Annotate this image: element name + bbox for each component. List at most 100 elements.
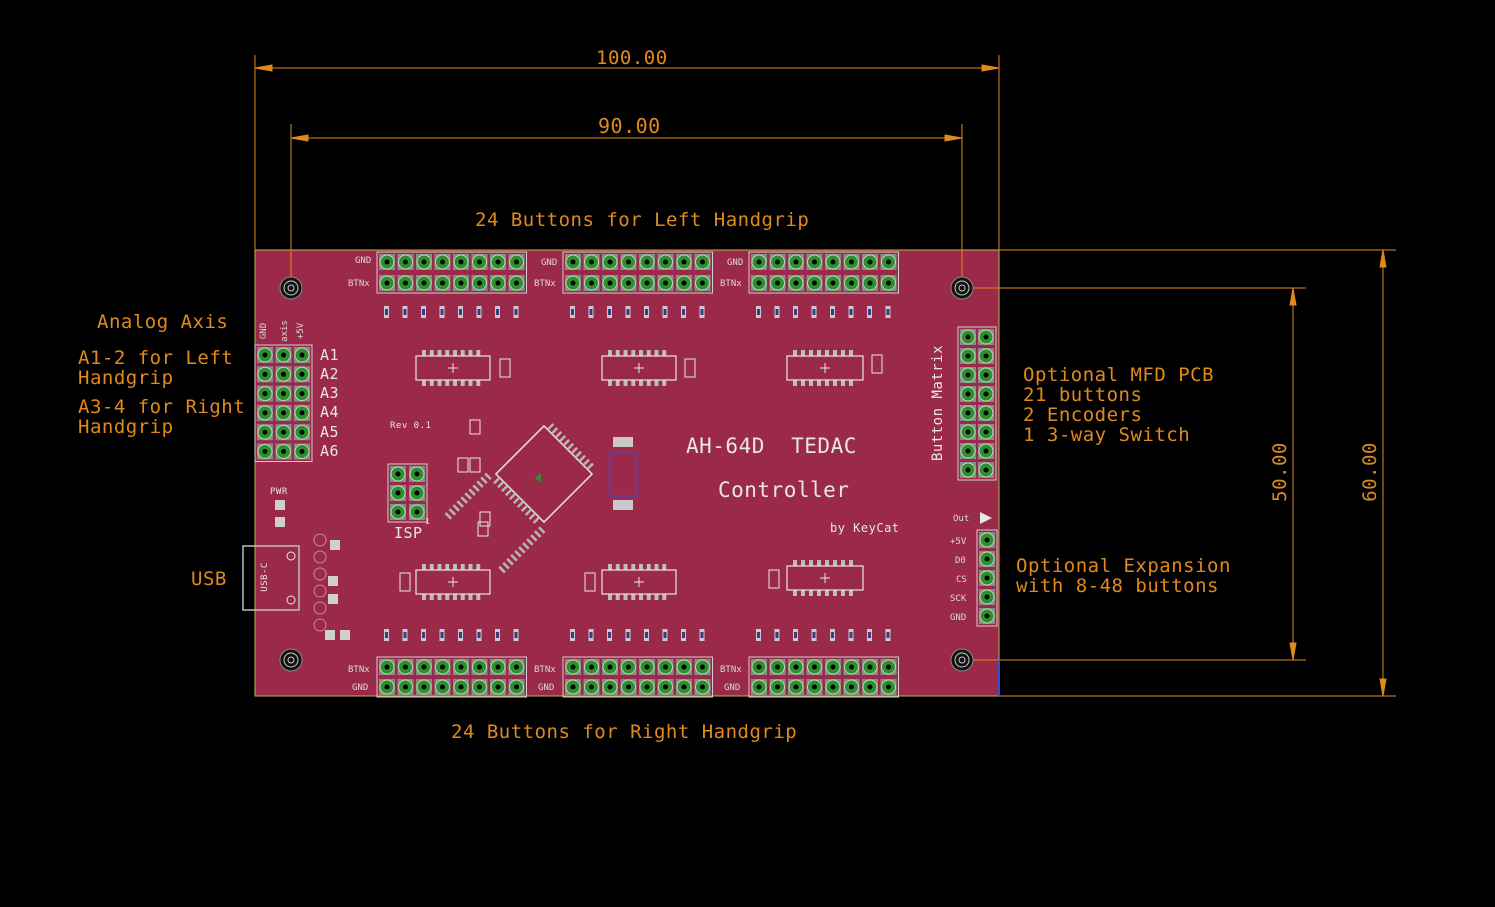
header-pin — [508, 275, 525, 291]
header-pin — [806, 275, 823, 291]
header-pin — [583, 254, 600, 270]
header-pin — [788, 254, 804, 270]
smd-resistor — [774, 306, 780, 318]
header-pin — [416, 679, 432, 695]
bottom-button-header-3 — [748, 656, 899, 698]
header-pin — [978, 367, 994, 383]
smd-resistor — [681, 629, 686, 641]
usb-c-connector — [242, 533, 327, 632]
header-pin — [257, 404, 273, 421]
header-pin — [639, 679, 655, 695]
header-pin — [676, 679, 692, 695]
header-pin — [257, 385, 273, 402]
smd-resistor — [867, 306, 872, 318]
smd-resistor — [439, 306, 445, 318]
expansion-header — [976, 529, 998, 627]
header-pin — [409, 485, 425, 501]
smd-resistor — [384, 306, 389, 318]
smd-part — [469, 457, 481, 473]
smd-resistor — [830, 629, 835, 641]
capacitor — [584, 572, 596, 592]
shift-register-chip — [415, 350, 491, 386]
header-pin — [880, 254, 897, 270]
smd-part — [330, 540, 340, 550]
bottom-btnx-label-1: BTNx — [348, 665, 370, 675]
analog-axis-label: Analog Axis — [97, 311, 229, 333]
header-pin — [275, 385, 292, 402]
header-pin — [416, 275, 432, 291]
header-pin — [294, 347, 310, 363]
header-pin — [471, 275, 488, 291]
header-pin — [880, 679, 897, 695]
header-pin — [294, 443, 310, 460]
header-pin — [565, 659, 581, 675]
isp-label: ISP — [394, 524, 423, 542]
header-pin — [453, 659, 469, 675]
capacitor — [684, 358, 696, 378]
smd-part — [469, 419, 481, 435]
header-pin — [397, 254, 414, 270]
smd-resistor — [476, 306, 482, 318]
header-pin — [453, 275, 469, 291]
smd-resistor — [439, 629, 445, 641]
header-pin — [978, 424, 994, 440]
top-btnx-label-3: BTNx — [720, 279, 742, 289]
header-pin — [657, 679, 674, 695]
bottom-button-header-2 — [562, 656, 713, 698]
header-pin — [471, 679, 488, 695]
pwr-label: PWR — [270, 487, 288, 497]
smd-resistor — [774, 629, 780, 641]
header-pin — [390, 485, 406, 501]
top-btnx-label-2: BTNx — [534, 279, 556, 289]
exp-pin-cs: CS — [956, 575, 967, 585]
exp-pin-sck: SCK — [950, 594, 967, 604]
header-pin — [275, 347, 292, 363]
isp-header — [387, 463, 428, 523]
button-matrix-label: Button Matrix — [930, 344, 947, 462]
top-button-header-1 — [376, 251, 527, 294]
smd-resistor — [885, 629, 891, 641]
smd-resistor — [458, 629, 463, 641]
header-pin — [453, 254, 469, 270]
header-pin — [751, 659, 767, 675]
smd-resistor — [885, 306, 891, 318]
axis-label-a5: A5 — [320, 423, 340, 441]
header-pin — [694, 275, 711, 291]
header-pin — [978, 386, 994, 402]
smd-resistor — [681, 306, 686, 318]
mounting-hole — [950, 648, 974, 672]
dimension-width-holes: 90.00 — [598, 114, 661, 138]
smd-resistor — [421, 306, 426, 318]
header-pin — [294, 366, 310, 383]
smd-resistor — [495, 629, 500, 641]
header-pin — [508, 679, 525, 695]
usbc-label: USB-C — [259, 562, 270, 592]
header-pin — [434, 275, 451, 291]
exp-pin-gnd: GND — [950, 613, 967, 623]
header-pin — [978, 405, 994, 421]
bottom-btnx-label-3: BTNx — [720, 665, 742, 675]
header-pin — [880, 275, 897, 291]
header-pin — [657, 275, 674, 291]
header-pin — [960, 443, 976, 459]
axis-header-axis: axis — [279, 320, 290, 342]
smd-resistor — [811, 306, 817, 318]
header-pin — [620, 254, 637, 270]
header-pin — [960, 424, 976, 440]
header-pin — [490, 275, 506, 291]
header-pin — [751, 275, 767, 291]
header-pin — [434, 254, 451, 270]
header-pin — [379, 679, 395, 695]
capacitor — [871, 354, 883, 374]
isp-sup: 1 — [425, 517, 431, 526]
header-pin — [676, 275, 692, 291]
header-pin — [843, 275, 860, 291]
expansion-label: Optional Expansion with 8-48 buttons — [1016, 555, 1231, 597]
header-pin — [862, 254, 878, 270]
smd-resistor — [402, 306, 408, 318]
capacitor — [499, 358, 511, 378]
header-pin — [960, 329, 976, 345]
smd-resistor — [513, 629, 519, 641]
header-pin — [508, 254, 525, 270]
exp-pin-out: Out — [953, 514, 970, 524]
